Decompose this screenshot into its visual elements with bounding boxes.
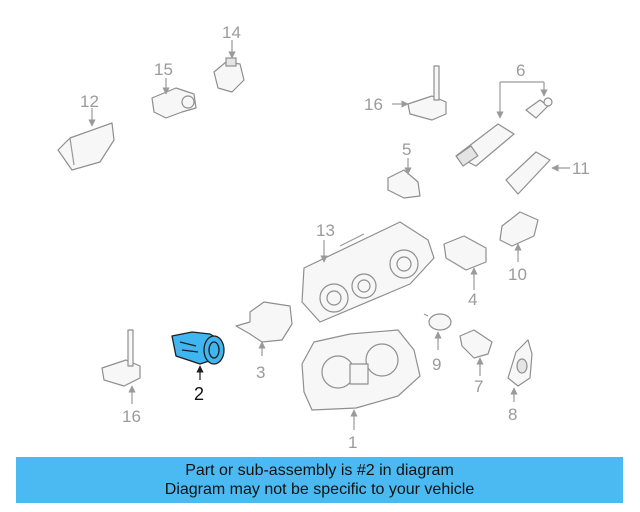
info-banner: Part or sub-assembly is #2 in diagram Di… [16, 457, 623, 503]
part-15-sensor: 15 [151, 60, 197, 119]
banner-line-2: Diagram may not be specific to your vehi… [164, 481, 475, 498]
part-4-switch: 4 [443, 235, 487, 309]
callout-8: 8 [508, 405, 517, 424]
part-11-module: 11 [505, 151, 590, 195]
part-5-switch: 5 [387, 140, 421, 199]
callout-4: 4 [468, 290, 477, 309]
callout-12: 12 [80, 92, 99, 111]
callout-16-bottom: 16 [122, 407, 141, 426]
callout-9: 9 [432, 355, 441, 374]
callout-13: 13 [316, 221, 335, 240]
callout-10: 10 [508, 265, 527, 284]
part-16-bottom-sensor: 16 [101, 329, 141, 426]
part-3-housing: 3 [235, 301, 293, 382]
parts-diagram: 12 15 14 16 6 11 [57, 23, 590, 452]
callout-6: 6 [516, 61, 525, 80]
callout-1: 1 [348, 433, 357, 452]
callout-3: 3 [256, 363, 265, 382]
part-14-connector: 14 [213, 23, 245, 93]
part-7-socket: 7 [459, 329, 493, 396]
callout-14: 14 [222, 23, 241, 42]
callout-15: 15 [154, 60, 173, 79]
callout-5: 5 [402, 140, 411, 159]
callout-16-top: 16 [364, 95, 383, 114]
callout-2: 2 [194, 384, 204, 404]
callout-7: 7 [474, 377, 483, 396]
part-8-trim: 8 [507, 339, 533, 424]
part-12-trim-panel: 12 [57, 92, 115, 171]
part-1-instrument-cluster: 1 [301, 329, 421, 452]
banner-line-1: Part or sub-assembly is #2 in diagram [185, 462, 454, 479]
part-16-top-sensor: 16 [364, 65, 447, 121]
part-9-ring: 9 [423, 313, 452, 374]
part-2-headlight-switch: 2 [171, 331, 225, 404]
part-6-switch: 6 [455, 61, 553, 167]
callout-11: 11 [572, 159, 590, 178]
part-10-button: 10 [499, 211, 539, 284]
part-13-climate-panel: 13 [301, 221, 435, 323]
